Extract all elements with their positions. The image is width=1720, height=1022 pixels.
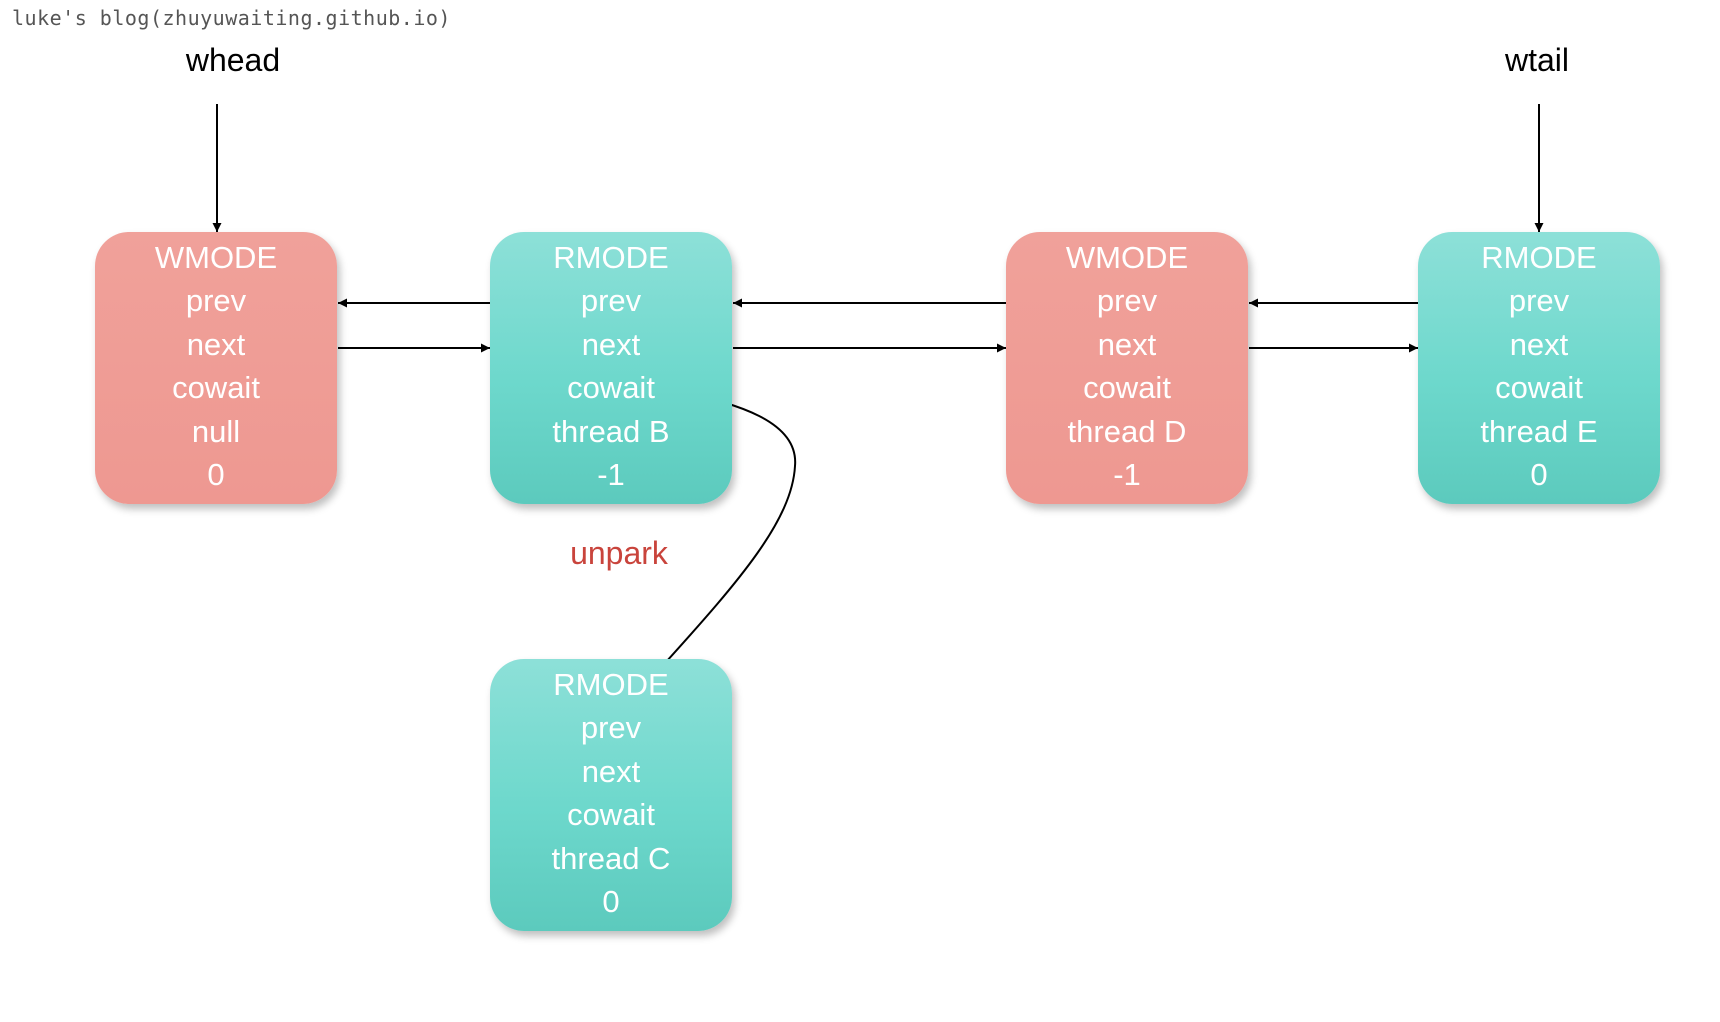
node-thread: thread B	[552, 413, 670, 449]
node-mode: RMODE	[553, 239, 669, 275]
node-prev: prev	[1508, 283, 1570, 318]
node-next: next	[1509, 326, 1569, 362]
node-prev: prev	[580, 710, 642, 745]
node-thread: thread D	[1067, 413, 1187, 449]
whead-label: whead	[185, 42, 281, 78]
node-wmode-head: WMODE prev next cowait null 0	[95, 232, 337, 504]
node-thread: null	[191, 413, 241, 449]
node-mode: WMODE	[154, 239, 278, 275]
node-prev: prev	[580, 283, 642, 318]
node-status: 0	[1530, 457, 1548, 492]
wtail-label: wtail	[1504, 42, 1570, 78]
node-mode: RMODE	[1481, 239, 1597, 275]
node-prev: prev	[1096, 283, 1158, 318]
node-next: next	[581, 753, 641, 789]
node-cowait: cowait	[1083, 370, 1171, 405]
node-mode: RMODE	[553, 666, 669, 702]
node-wmode-thread-d: WMODE prev next cowait thread D -1	[1006, 232, 1248, 504]
node-prev: prev	[185, 283, 247, 318]
node-rmode-thread-c: RMODE prev next cowait thread C 0	[490, 659, 732, 931]
unpark-annotation: unpark	[570, 535, 668, 571]
node-mode: WMODE	[1065, 239, 1189, 275]
node-next: next	[1097, 326, 1157, 362]
node-status: -1	[597, 457, 625, 492]
node-cowait: cowait	[567, 797, 655, 832]
node-next: next	[186, 326, 246, 362]
node-status: 0	[602, 884, 620, 919]
node-next: next	[581, 326, 641, 362]
node-rmode-thread-b: RMODE prev next cowait thread B -1	[490, 232, 732, 504]
node-cowait: cowait	[172, 370, 260, 405]
node-thread: thread C	[551, 840, 671, 876]
watermark: luke's blog(zhuyuwaiting.github.io)	[12, 6, 451, 30]
node-cowait: cowait	[1495, 370, 1583, 405]
node-status: -1	[1113, 457, 1141, 492]
node-cowait: cowait	[567, 370, 655, 405]
node-rmode-thread-e: RMODE prev next cowait thread E 0	[1418, 232, 1660, 504]
node-thread: thread E	[1480, 413, 1598, 449]
node-status: 0	[207, 457, 225, 492]
